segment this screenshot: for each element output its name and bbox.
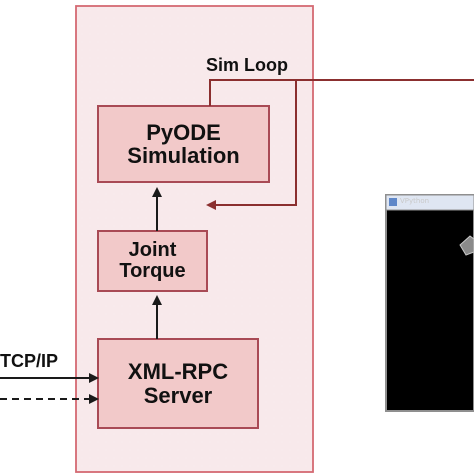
tcp-ip-label: TCP/IP <box>0 351 59 371</box>
vpython-title: VPython <box>400 197 430 205</box>
xmlrpc-box <box>97 338 259 429</box>
shape-icon <box>459 235 474 256</box>
vpython-window <box>385 194 474 412</box>
joint-torque-box <box>97 230 208 292</box>
sim-loop-label: Sim Loop <box>206 55 288 75</box>
vpython-titlebar <box>385 194 474 211</box>
pyode-box <box>97 105 270 183</box>
window-icon <box>389 198 397 206</box>
